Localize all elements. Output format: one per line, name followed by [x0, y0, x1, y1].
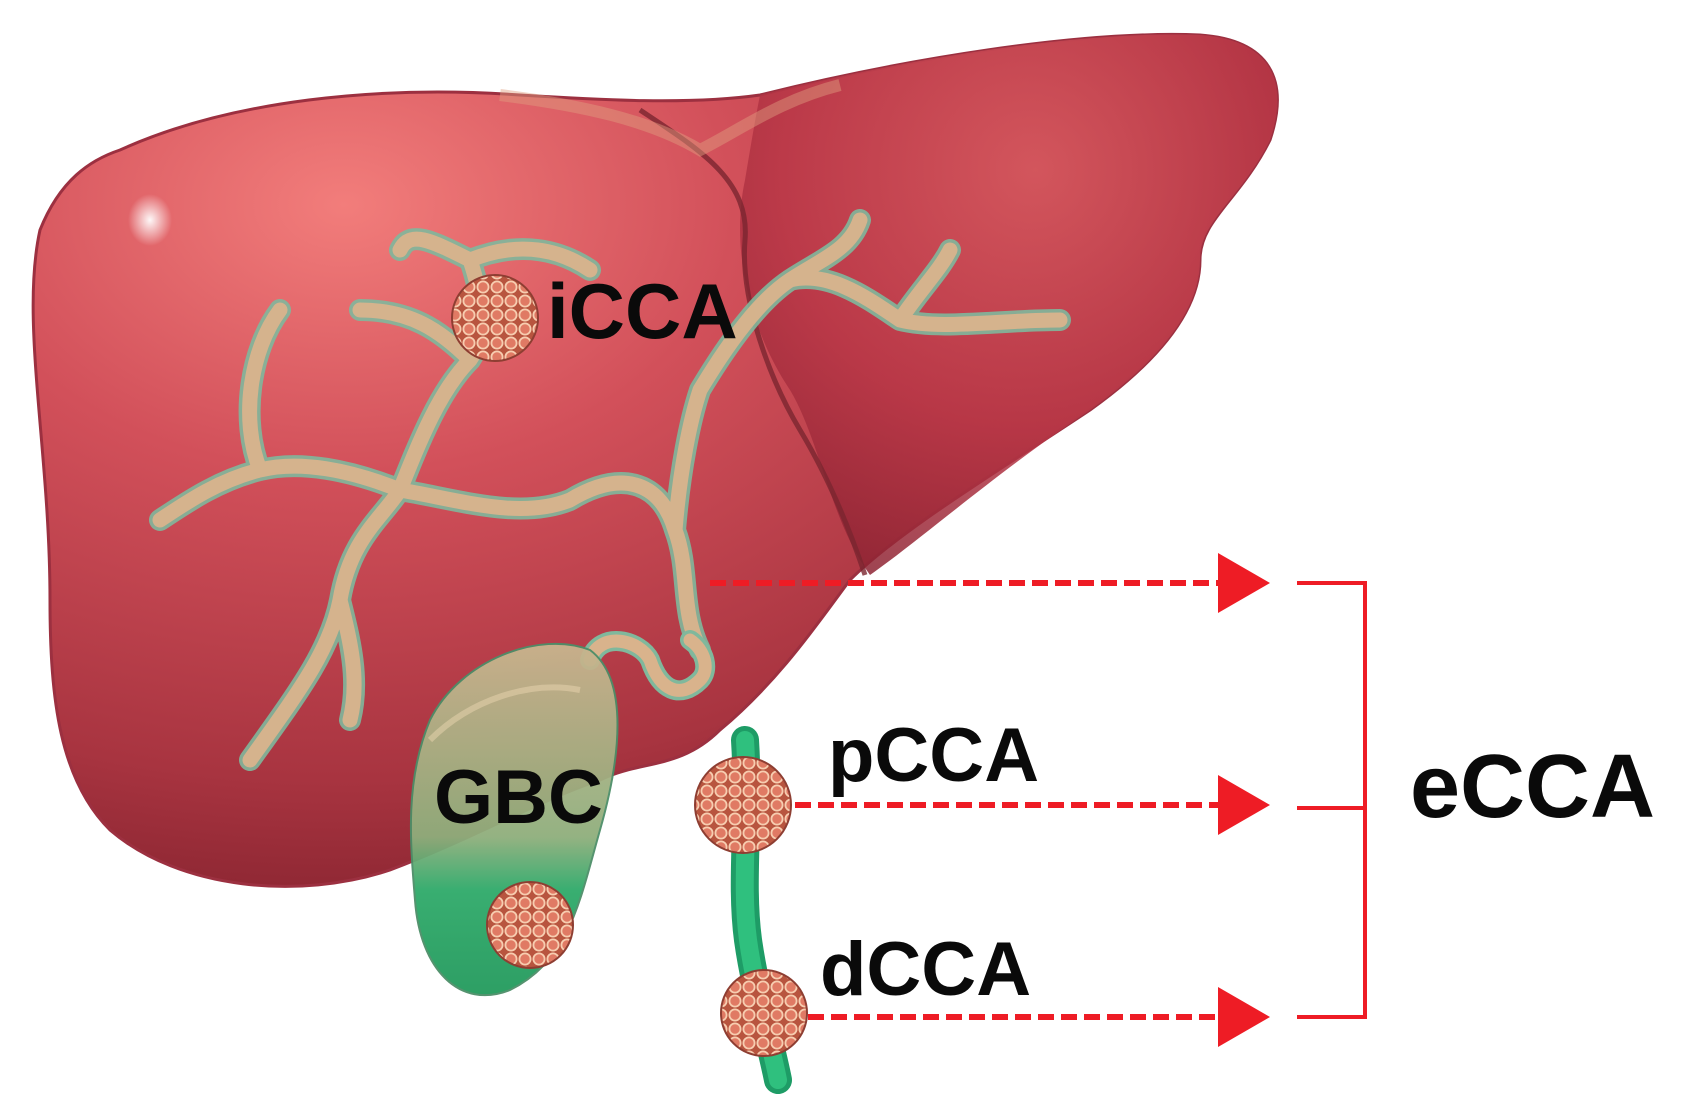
ecca-bracket — [1297, 581, 1367, 1019]
liver-highlight — [128, 194, 172, 246]
gallbladder-shine — [427, 684, 581, 743]
liver-right-lobe — [740, 34, 1278, 575]
label-ecca: eCCA — [1410, 737, 1656, 837]
cystic-duct — [580, 630, 716, 701]
label-icca: iCCA — [547, 267, 738, 355]
liver-top-edge — [499, 79, 842, 157]
liver — [31, 32, 1279, 888]
tumor-icca — [451, 274, 539, 362]
arrowhead-top — [1218, 553, 1270, 613]
bile-duct-tree — [152, 212, 1068, 768]
label-pcca: pCCA — [828, 713, 1040, 798]
tumor-pcca — [694, 756, 792, 854]
tumor-dcca — [720, 969, 808, 1057]
arrowhead-bottom — [1218, 987, 1270, 1047]
intrahepatic-bile-ducts — [149, 209, 1071, 771]
arrows — [710, 553, 1270, 1047]
tumors — [451, 274, 808, 1057]
falciform-ligament — [638, 107, 868, 576]
tumor-gbc — [486, 881, 574, 969]
arrowhead-middle — [1218, 775, 1270, 835]
label-dcca: dCCA — [820, 927, 1032, 1012]
label-gbc: GBC — [434, 755, 603, 840]
